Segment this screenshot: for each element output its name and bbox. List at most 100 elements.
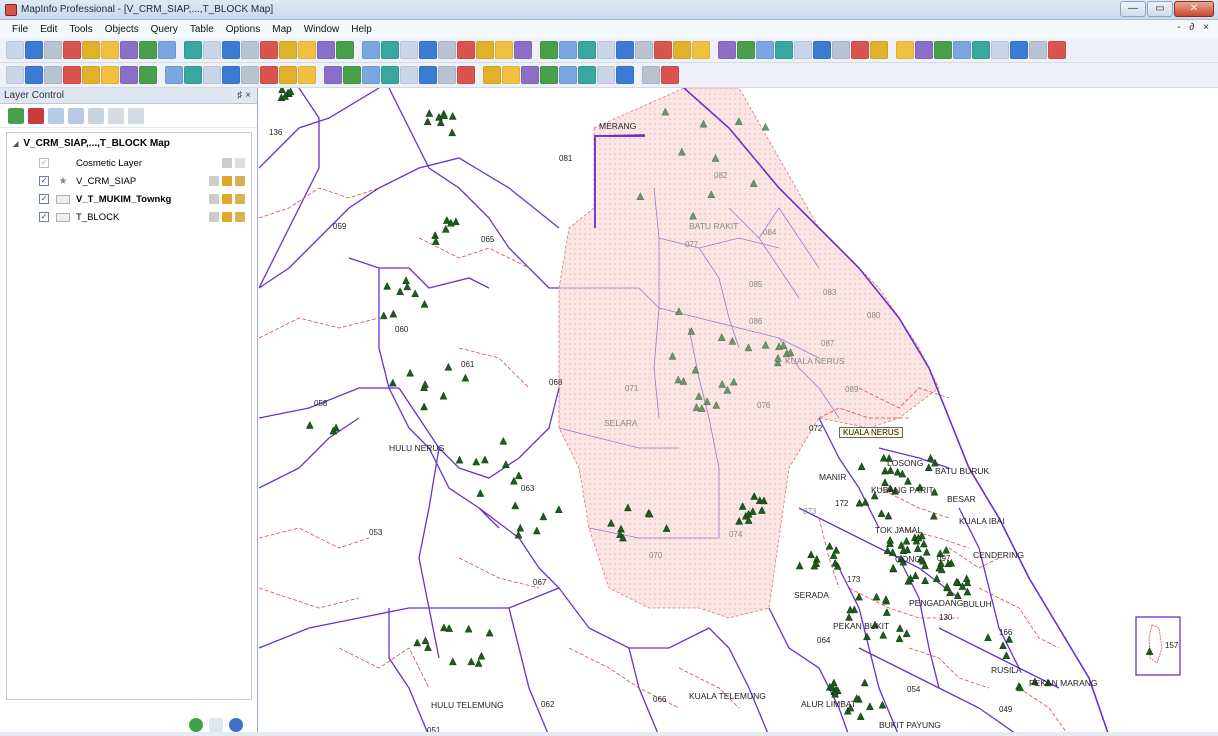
tb1-tool-button[interactable]	[972, 41, 990, 59]
tree-marker[interactable]	[619, 533, 627, 542]
tree-marker[interactable]	[480, 455, 489, 464]
tb1-tool-button[interactable]	[381, 41, 399, 59]
tree-marker[interactable]	[775, 342, 783, 351]
editable-icon[interactable]	[209, 194, 219, 204]
tree-marker[interactable]	[921, 561, 929, 570]
tb1-tool-button[interactable]	[851, 41, 869, 59]
tree-marker[interactable]	[738, 501, 747, 510]
highlighted-district[interactable]	[558, 88, 940, 619]
layer-visibility-checkbox[interactable]: ✓	[39, 158, 49, 168]
tb1-tool-button[interactable]	[25, 41, 43, 59]
selectable-icon[interactable]	[222, 212, 232, 222]
tb1-tool-button[interactable]	[1010, 41, 1028, 59]
minimize-button[interactable]: —	[1120, 1, 1146, 17]
tree-marker[interactable]	[916, 482, 924, 491]
tb1-tool-button[interactable]	[991, 41, 1009, 59]
tree-marker[interactable]	[278, 88, 286, 94]
tree-marker[interactable]	[855, 592, 863, 601]
help-icon[interactable]	[229, 718, 243, 732]
tree-marker[interactable]	[897, 540, 906, 549]
tree-marker[interactable]	[446, 218, 455, 227]
menu-help[interactable]: Help	[351, 23, 372, 35]
tree-marker[interactable]	[501, 460, 510, 468]
tree-marker[interactable]	[477, 651, 486, 660]
tree-marker[interactable]	[636, 192, 645, 200]
tree-marker[interactable]	[882, 595, 890, 603]
tree-marker[interactable]	[903, 545, 912, 554]
tree-marker[interactable]	[870, 491, 879, 500]
tree-marker[interactable]	[857, 462, 866, 471]
tb1-tool-button[interactable]	[692, 41, 710, 59]
tree-marker[interactable]	[440, 111, 449, 120]
tb1-tool-button[interactable]	[934, 41, 952, 59]
tree-marker[interactable]	[679, 376, 688, 385]
tb2-tool-button[interactable]	[165, 66, 183, 84]
tree-marker[interactable]	[461, 373, 470, 382]
tree-marker[interactable]	[879, 453, 888, 462]
tb1-tool-button[interactable]	[44, 41, 62, 59]
tree-marker[interactable]	[953, 591, 962, 599]
tree-marker[interactable]	[729, 377, 738, 386]
tree-marker[interactable]	[735, 516, 744, 525]
tree-marker[interactable]	[760, 496, 768, 505]
tree-marker[interactable]	[1145, 647, 1154, 655]
tree-marker[interactable]	[607, 518, 616, 527]
layer-row-crm-siap[interactable]: ✓ ★ V_CRM_SIAP	[39, 173, 245, 189]
menu-window[interactable]: Window	[303, 23, 340, 35]
tb1-tool-button[interactable]	[673, 41, 691, 59]
tree-marker[interactable]	[947, 558, 956, 567]
tree-marker[interactable]	[831, 689, 840, 698]
tree-marker[interactable]	[962, 574, 971, 583]
tree-marker[interactable]	[852, 694, 861, 702]
tree-marker[interactable]	[878, 700, 887, 709]
tb1-tool-button[interactable]	[222, 41, 240, 59]
tb2-tool-button[interactable]	[260, 66, 278, 84]
menu-tools[interactable]: Tools	[69, 23, 93, 35]
tree-marker[interactable]	[734, 117, 743, 125]
tree-marker[interactable]	[795, 561, 804, 570]
tb1-tool-button[interactable]	[953, 41, 971, 59]
tree-marker[interactable]	[829, 551, 838, 559]
tree-marker[interactable]	[904, 476, 912, 485]
tree-marker[interactable]	[913, 544, 922, 552]
tree-marker[interactable]	[921, 576, 930, 585]
label-options-icon[interactable]	[108, 107, 124, 124]
menu-file[interactable]: File	[12, 23, 29, 35]
tb2-tool-button[interactable]	[222, 66, 240, 84]
layer-visibility-checkbox[interactable]: ✓	[39, 212, 49, 222]
tb1-tool-button[interactable]	[158, 41, 176, 59]
tree-marker[interactable]	[403, 282, 412, 291]
tree-marker[interactable]	[1016, 683, 1025, 692]
tree-marker[interactable]	[893, 467, 902, 476]
tree-marker[interactable]	[509, 476, 518, 485]
tb1-tool-button[interactable]	[457, 41, 475, 59]
menu-edit[interactable]: Edit	[40, 23, 58, 35]
tree-marker[interactable]	[616, 530, 624, 538]
tb1-tool-button[interactable]	[241, 41, 259, 59]
label-icon[interactable]	[235, 212, 245, 222]
tree-marker[interactable]	[807, 550, 815, 559]
tree-marker[interactable]	[863, 632, 871, 641]
tree-marker[interactable]	[883, 546, 892, 554]
label-icon[interactable]	[235, 194, 245, 204]
tb2-tool-button[interactable]	[521, 66, 539, 84]
tb1-tool-button[interactable]	[1048, 41, 1066, 59]
tb1-tool-button[interactable]	[400, 41, 418, 59]
tb2-tool-button[interactable]	[597, 66, 615, 84]
tree-marker[interactable]	[930, 487, 939, 496]
tree-marker[interactable]	[485, 628, 494, 637]
tree-marker[interactable]	[379, 311, 388, 320]
tb1-tool-button[interactable]	[654, 41, 672, 59]
tb1-tool-button[interactable]	[120, 41, 138, 59]
tb1-tool-button[interactable]	[540, 41, 558, 59]
tree-marker[interactable]	[846, 703, 855, 712]
tb1-tool-button[interactable]	[597, 41, 615, 59]
tree-marker[interactable]	[942, 545, 951, 554]
tree-marker[interactable]	[919, 539, 928, 548]
tb2-tool-button[interactable]	[203, 66, 221, 84]
remove-layer-icon[interactable]	[28, 107, 44, 124]
tb1-tool-button[interactable]	[559, 41, 577, 59]
tb1-tool-button[interactable]	[419, 41, 437, 59]
apply-icon[interactable]	[189, 718, 203, 732]
tb1-tool-button[interactable]	[756, 41, 774, 59]
